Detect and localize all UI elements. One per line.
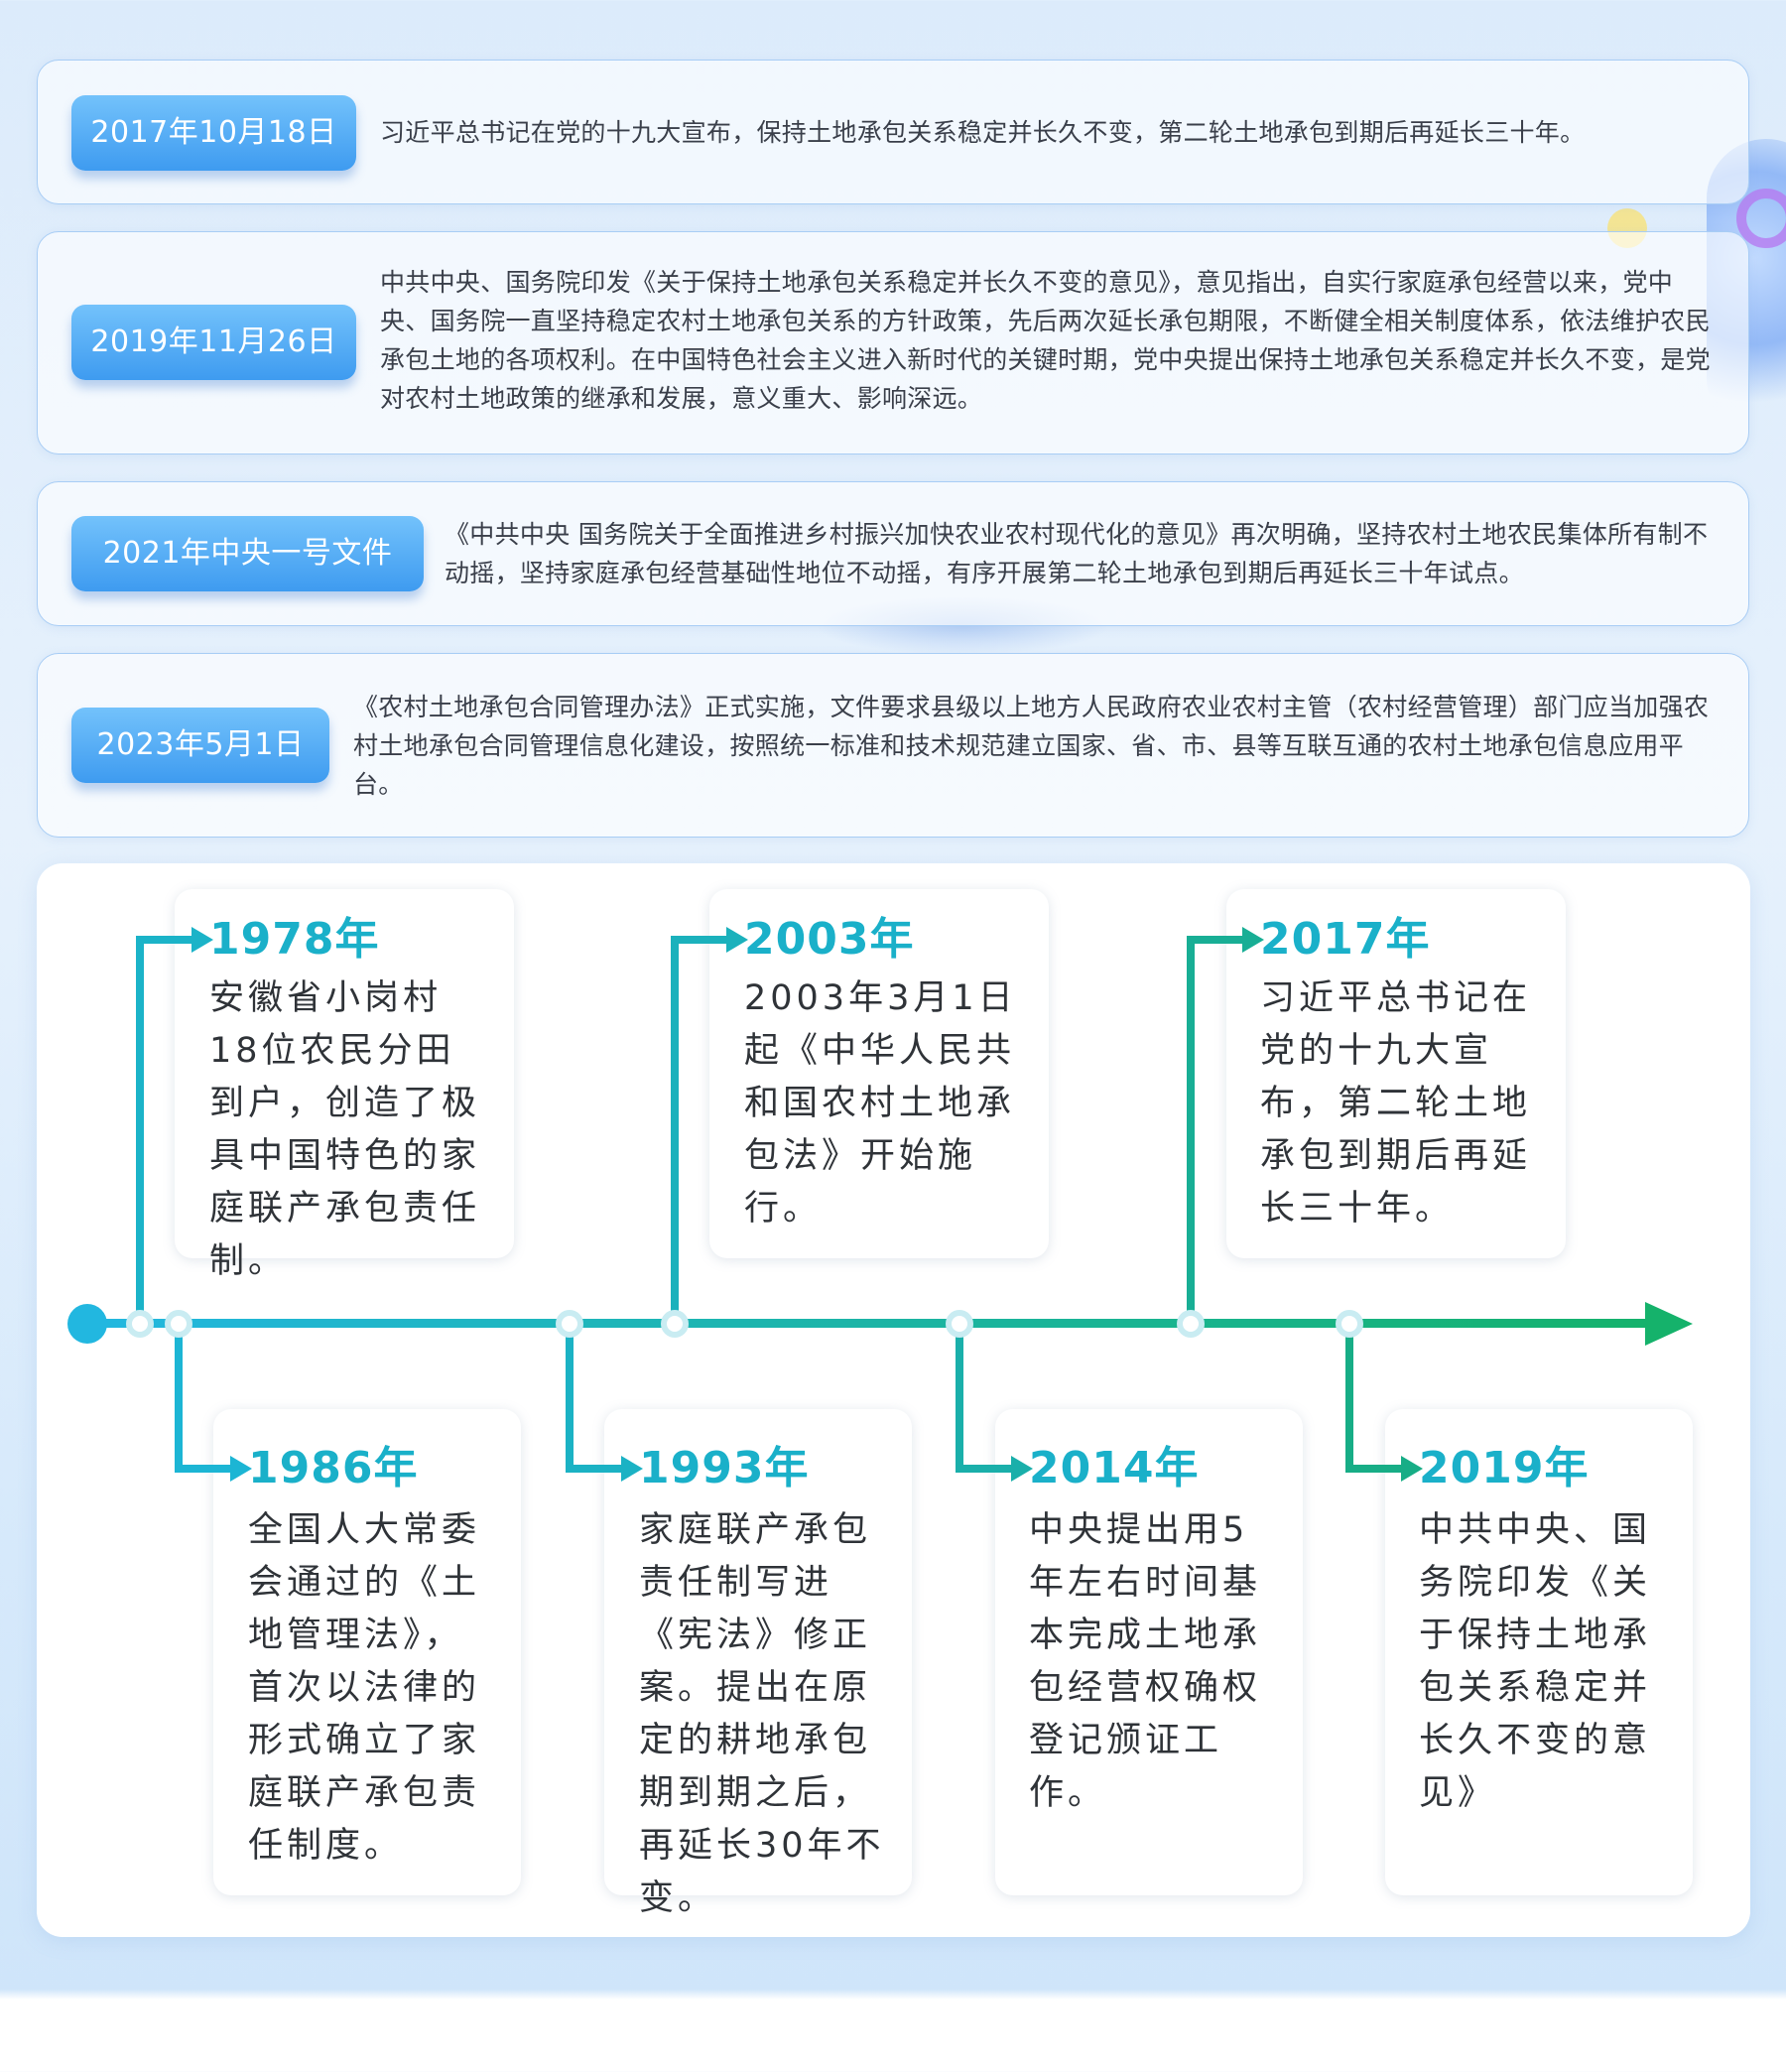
node-2017 (1177, 1310, 1205, 1338)
event-text: 《中共中央 国务院关于全面推进乡村振兴加快农业农村现代化的意见》再次明确，坚持农… (445, 520, 1709, 587)
date-badge: 2021年中央一号文件 (71, 516, 424, 591)
timeline-year: 1993年 (639, 1443, 810, 1493)
timeline-card-1993 (604, 1409, 912, 1895)
event-card-2021: 2021年中央一号文件 《中共中央 国务院关于全面推进乡村振兴加快农业农村现代化… (37, 481, 1749, 626)
timeline-axis (87, 1319, 1655, 1328)
event-card-2019: 2019年11月26日 中共中央、国务院印发《关于保持土地承包关系稳定并长久不变… (37, 231, 1749, 454)
timeline-desc: 习近平总书记在党的十九大宣布，第二轮土地承包到期后再延长三十年。 (1260, 978, 1532, 1229)
connector-arrow (230, 1456, 252, 1482)
timeline-card-1986 (213, 1409, 521, 1895)
connector-arrow (726, 927, 748, 953)
axis-arrowhead (1645, 1302, 1693, 1346)
node-2014 (946, 1310, 973, 1338)
event-card-2017: 2017年10月18日 习近平总书记在党的十九大宣布，保持土地承包关系稳定并长久… (37, 60, 1749, 204)
timeline-desc: 2003年3月1日起《中华人民共和国农村土地承包法》开始施行。 (744, 978, 1017, 1229)
node-1993 (556, 1310, 583, 1338)
timeline-desc: 安徽省小岗村18位农民分田到户，创造了极具中国特色的家庭联产承包责任制。 (209, 978, 481, 1281)
node-1986 (165, 1310, 192, 1338)
axis-start-dot (67, 1304, 107, 1344)
timeline-year: 2003年 (744, 914, 915, 965)
event-text: 中共中央、国务院印发《关于保持土地承包关系稳定并长久不变的意见》，意见指出，自实… (380, 268, 1711, 413)
date-badge: 2023年5月1日 (71, 708, 329, 783)
timeline-card-2014 (995, 1409, 1303, 1895)
connector-arrow (1401, 1456, 1423, 1482)
connector-arrow (1011, 1456, 1033, 1482)
connector-2003 (671, 936, 728, 1324)
node-2019 (1336, 1310, 1363, 1338)
timeline-card-2003 (709, 889, 1049, 1258)
connector-2014 (956, 1324, 1013, 1473)
event-text: 习近平总书记在党的十九大宣布，保持土地承包关系稳定并长久不变，第二轮土地承包到期… (380, 118, 1586, 147)
connector-1986 (175, 1324, 232, 1473)
timeline-year: 1986年 (248, 1443, 419, 1493)
node-2003 (661, 1310, 689, 1338)
connector-arrow (621, 1456, 643, 1482)
event-card-2023: 2023年5月1日 《农村土地承包合同管理办法》正式实施，文件要求县级以上地方人… (37, 653, 1749, 838)
timeline-card-1978 (175, 889, 514, 1258)
timeline-card-2017 (1226, 889, 1566, 1258)
connector-arrow (191, 927, 213, 953)
node-1978 (126, 1310, 154, 1338)
timeline-year: 2017年 (1260, 914, 1431, 965)
date-badge: 2019年11月26日 (71, 305, 356, 380)
connector-1978 (136, 936, 193, 1324)
timeline-year: 2019年 (1419, 1443, 1590, 1493)
date-badge: 2017年10月18日 (71, 95, 356, 171)
timeline-year: 1978年 (209, 914, 380, 965)
timeline-desc: 中央提出用5年左右时间基本完成土地承包经营权确权登记颁证工作。 (1029, 1510, 1262, 1813)
timeline-desc: 全国人大常委会通过的《土地管理法》，首次以法律的形式确立了家庭联产承包责任制度。 (248, 1510, 481, 1866)
event-text: 《农村土地承包合同管理办法》正式实施，文件要求县级以上地方人民政府农业农村主管（… (353, 693, 1710, 799)
connector-1993 (566, 1324, 623, 1473)
connector-2017 (1187, 936, 1244, 1324)
timeline-desc: 中共中央、国务院印发《关于保持土地承包关系稳定并长久不变的意见》 (1419, 1510, 1652, 1813)
timeline-year: 2014年 (1029, 1443, 1200, 1493)
timeline-desc: 家庭联产承包责任制写进《宪法》修正案。提出在原定的耕地承包期到期之后，再延长30… (639, 1510, 885, 1918)
connector-arrow (1242, 927, 1264, 953)
timeline-card-2019 (1385, 1409, 1693, 1895)
connector-2019 (1345, 1324, 1403, 1473)
decor-ring (1736, 189, 1786, 248)
